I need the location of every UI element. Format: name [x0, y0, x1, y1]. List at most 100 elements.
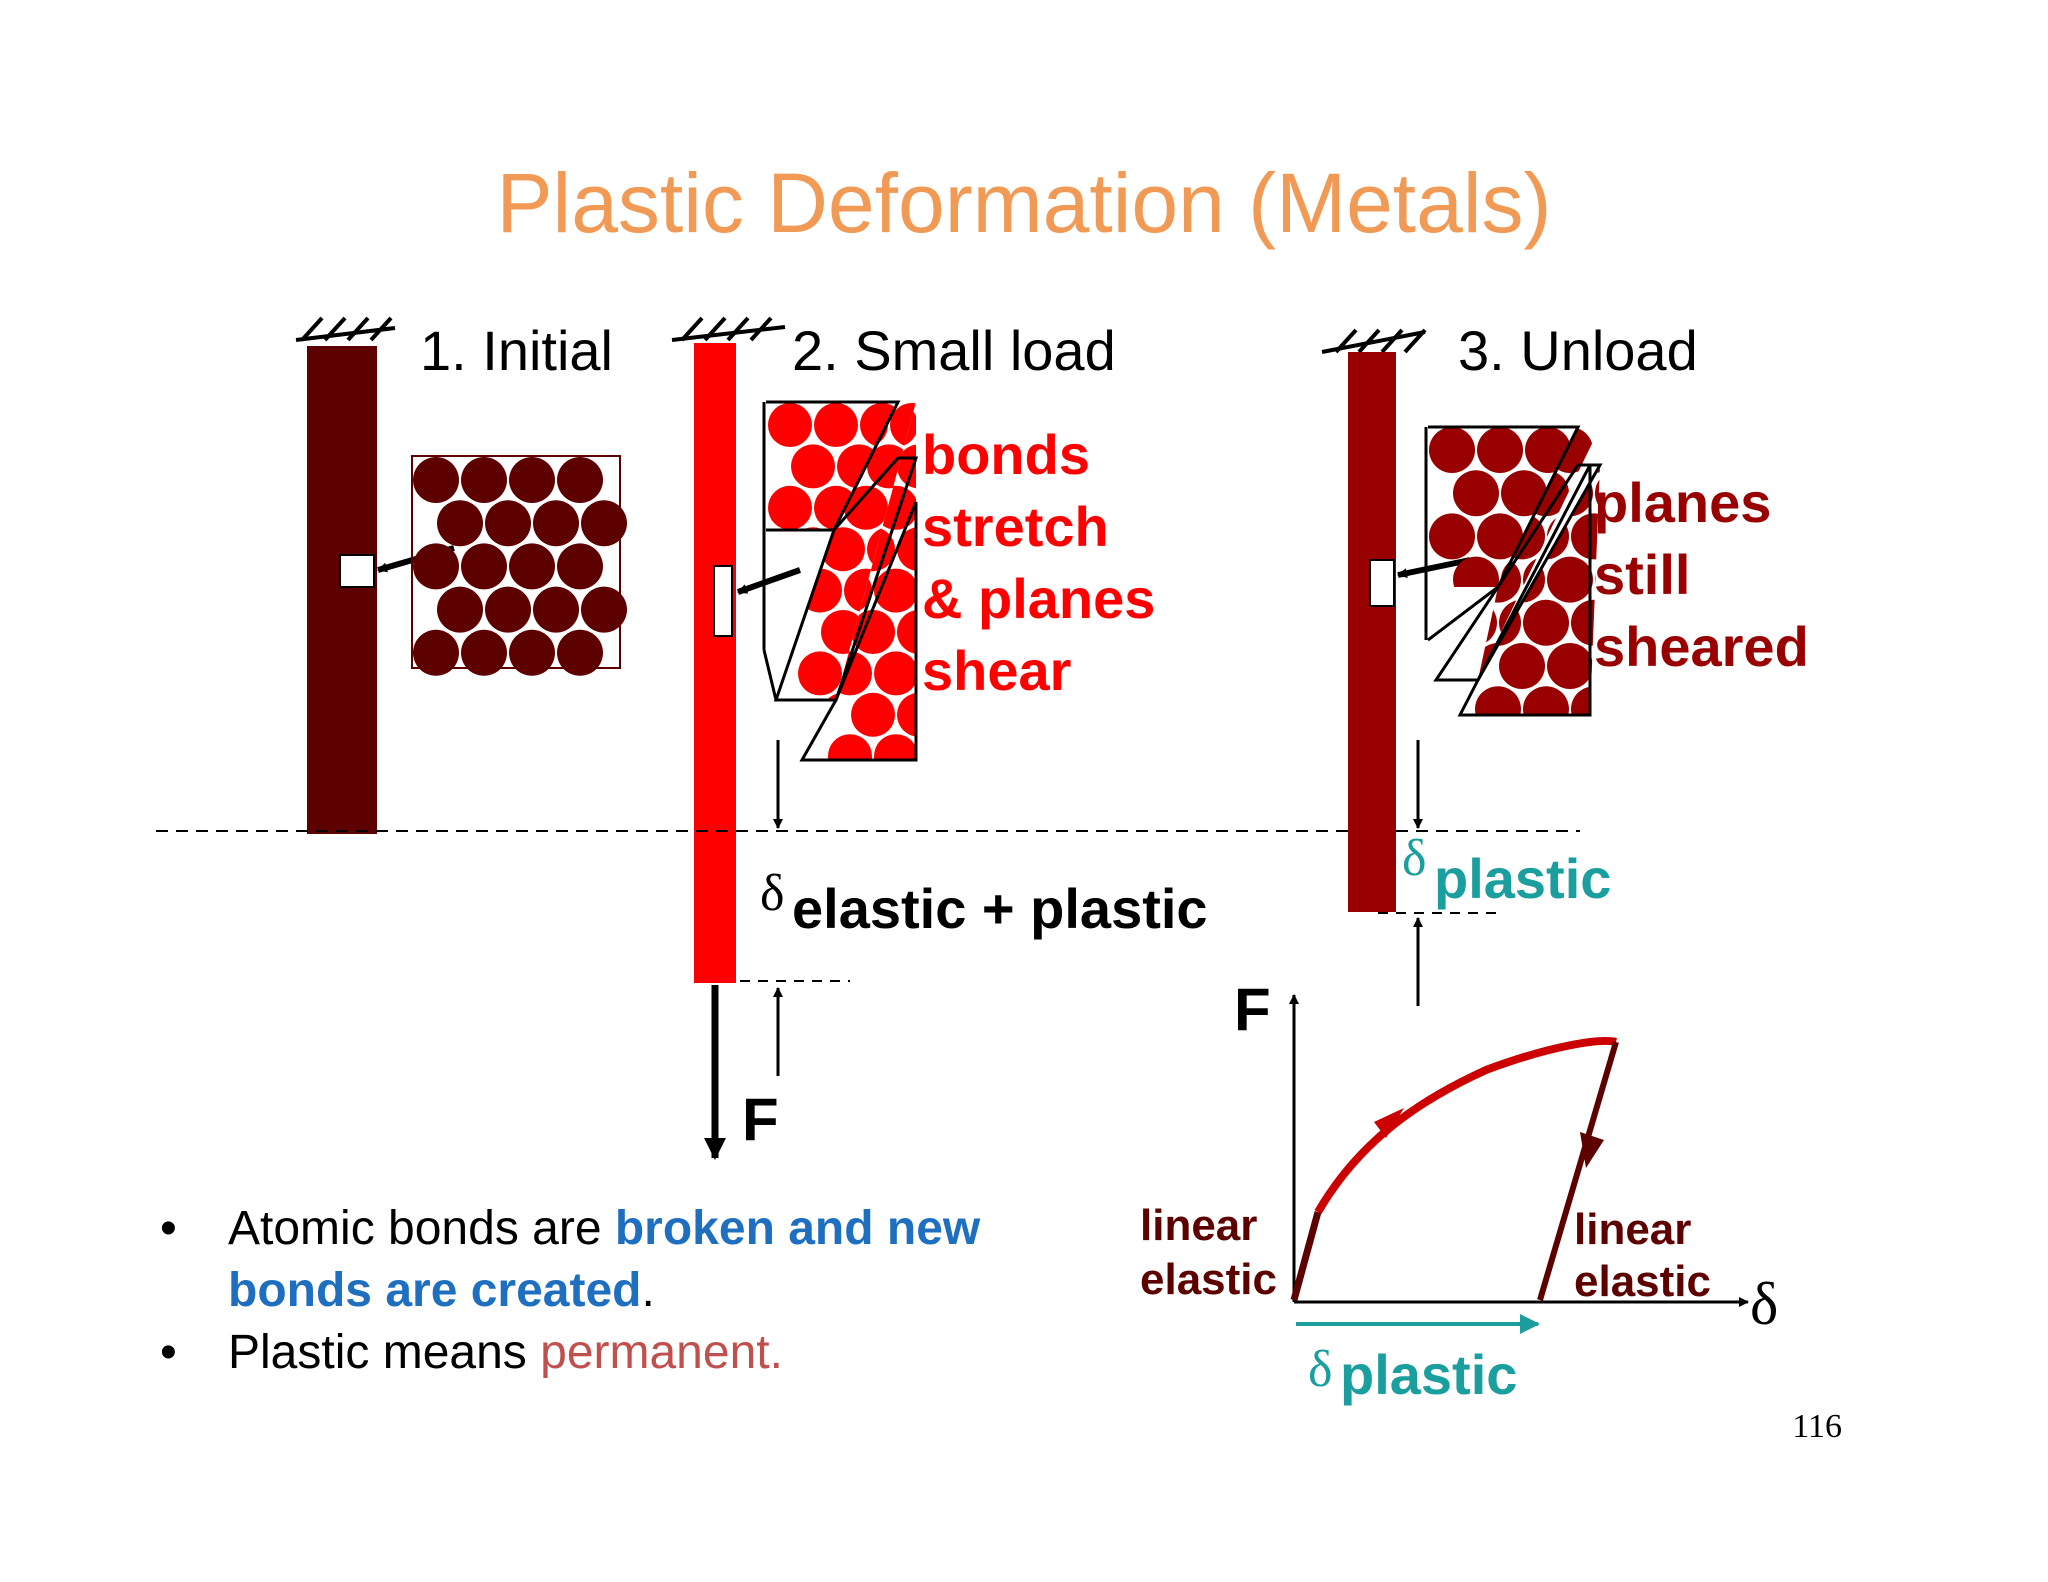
atom	[1028, 734, 1072, 778]
atom	[1643, 427, 1689, 473]
atom	[1058, 817, 1102, 861]
atom	[798, 817, 842, 861]
atom	[1104, 486, 1148, 530]
atom	[1643, 859, 1689, 905]
atom	[1451, 773, 1497, 819]
atom	[1429, 427, 1475, 473]
atom	[1691, 859, 1737, 905]
atom	[1475, 686, 1521, 715]
atom	[1081, 776, 1125, 820]
bullet-text-prefix: Plastic means	[228, 1326, 541, 1379]
annotation-small-load: bonds stretch & planes shear	[922, 423, 1155, 702]
atom	[1763, 816, 1809, 862]
atom	[1763, 902, 1809, 948]
atom	[874, 651, 916, 696]
bullet-list: • Atomic bonds are broken and new bonds …	[150, 1198, 1110, 1384]
atom	[1619, 773, 1665, 819]
atom	[966, 817, 1010, 861]
atom	[1739, 557, 1785, 603]
graph-right-label: linear elastic	[1574, 1205, 1711, 1306]
atom	[1035, 941, 1079, 985]
atom	[509, 543, 555, 590]
atom	[1667, 902, 1713, 948]
atom	[1619, 686, 1665, 732]
atom	[913, 776, 957, 820]
atom	[989, 941, 1033, 985]
atom	[828, 983, 872, 1027]
atom	[897, 444, 916, 489]
graph-x-axis-label: δ	[1750, 1271, 1778, 1337]
atom	[1499, 773, 1545, 819]
atom	[851, 776, 895, 820]
atom	[461, 543, 507, 590]
atom	[1787, 470, 1833, 516]
atom	[1715, 729, 1761, 775]
svg-text:planes: planes	[1594, 471, 1771, 534]
atom	[890, 817, 934, 861]
atom	[1477, 427, 1523, 473]
marker-square-unload	[1369, 559, 1395, 607]
atom	[1691, 686, 1737, 732]
atom	[959, 776, 1003, 820]
atom	[1763, 427, 1809, 473]
atom	[897, 692, 916, 737]
atom	[437, 586, 483, 633]
atom	[1523, 945, 1569, 991]
atom	[1739, 686, 1785, 732]
atom	[1643, 816, 1689, 862]
atom	[897, 776, 941, 820]
atom	[1097, 693, 1141, 737]
atom	[1667, 816, 1713, 862]
atom-lattice-sheared-loaded	[762, 400, 1171, 1027]
atom	[533, 586, 579, 633]
atom	[1097, 776, 1141, 820]
svg-text:elastic: elastic	[1574, 1257, 1711, 1306]
atom	[413, 629, 459, 676]
atom-lattice-initial	[411, 455, 627, 676]
svg-text:elastic + plastic: elastic + plastic	[792, 877, 1208, 940]
atom	[557, 543, 603, 590]
bullet-text-suffix: .	[641, 1264, 655, 1317]
atom	[1571, 773, 1617, 819]
bullet-marker: •	[160, 1202, 177, 1255]
atom	[1499, 643, 1545, 689]
atom	[509, 457, 555, 503]
svg-text:elastic: elastic	[1140, 1255, 1277, 1304]
unloading-line	[1537, 1041, 1619, 1301]
atom	[1787, 816, 1833, 862]
atom	[1667, 729, 1713, 775]
marker-square-small-load	[713, 565, 733, 637]
atom	[1595, 773, 1641, 819]
bullet-item-permanent: • Plastic means permanent.	[150, 1322, 1110, 1384]
atom	[509, 629, 555, 676]
atom	[1619, 902, 1665, 948]
atom	[814, 403, 858, 447]
atom	[533, 500, 579, 547]
delta-elastic-plastic-label: δ elastic + plastic	[760, 865, 1208, 940]
pointer-arrow-unload	[1397, 557, 1471, 579]
atom	[874, 734, 916, 760]
atom	[1691, 427, 1737, 473]
loading-curve-plastic	[1314, 1037, 1617, 1215]
atom	[1571, 945, 1617, 991]
atom	[1475, 945, 1521, 991]
atom	[1571, 513, 1600, 560]
stage-small-load: 2. Small load bonds stretch & planes she…	[671, 316, 1208, 1160]
atom	[1691, 773, 1737, 819]
atom	[936, 817, 980, 861]
atom	[1127, 693, 1171, 737]
atom	[1715, 902, 1761, 948]
atom	[1012, 734, 1056, 778]
atom	[1787, 557, 1833, 603]
atom	[1787, 902, 1833, 948]
atom	[581, 586, 627, 633]
atom	[1715, 773, 1761, 819]
page-number: 116	[1792, 1408, 1842, 1445]
atom	[1763, 686, 1809, 732]
atom	[1523, 729, 1569, 775]
atom	[989, 776, 1033, 820]
loading-direction-arrowhead	[1374, 1108, 1404, 1138]
pointer-arrow-small-load	[736, 567, 802, 595]
atom	[1691, 816, 1737, 862]
atom	[1028, 817, 1072, 861]
